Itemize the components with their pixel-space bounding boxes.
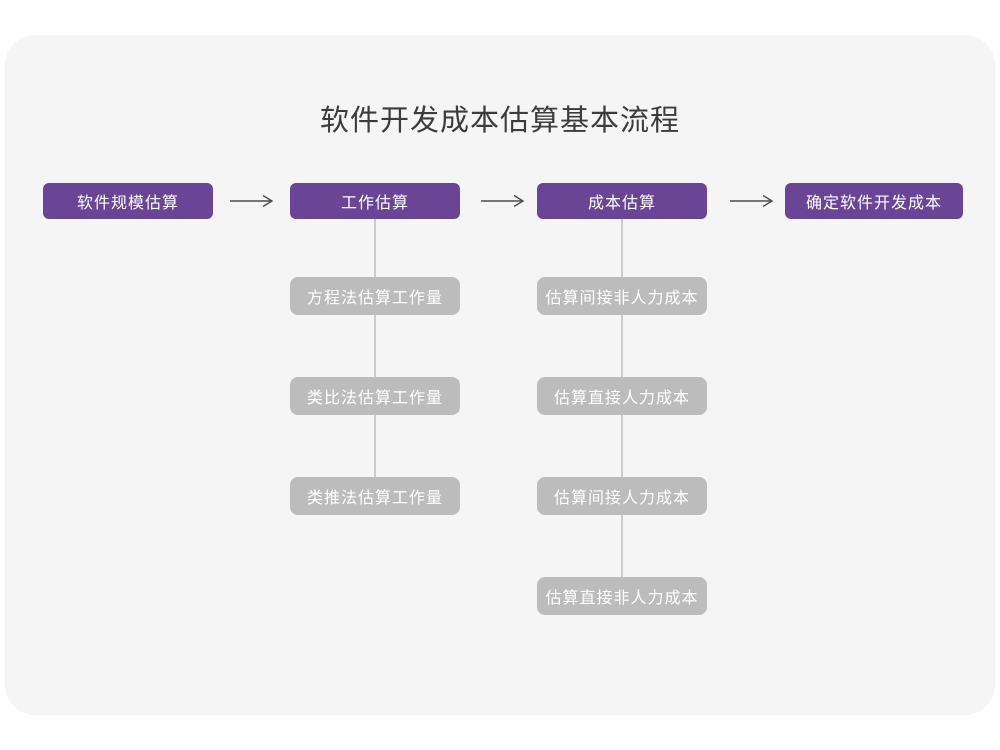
effort-method-analogy: 类比法估算工作量	[290, 377, 460, 415]
effort-method-equation: 方程法估算工作量	[290, 277, 460, 315]
cost-component-indirect-labor: 估算间接人力成本	[537, 477, 707, 515]
flow-step-cost-estimation: 成本估算	[537, 183, 707, 219]
flow-arrow-icon	[730, 194, 774, 208]
cost-component-indirect-nonlabor: 估算间接非人力成本	[537, 277, 707, 315]
diagram-title: 软件开发成本估算基本流程	[319, 105, 680, 137]
flow-step-determine-development-cost: 确定软件开发成本	[785, 183, 963, 219]
effort-method-extrapolation: 类推法估算工作量	[290, 477, 460, 515]
flow-arrow-icon	[481, 194, 525, 208]
diagram-card	[5, 35, 995, 715]
flow-arrow-icon	[230, 194, 274, 208]
flow-step-software-scale-estimation: 软件规模估算	[43, 183, 213, 219]
cost-component-direct-nonlabor: 估算直接非人力成本	[537, 577, 707, 615]
flow-step-work-estimation: 工作估算	[290, 183, 460, 219]
connector-line-work	[374, 219, 376, 497]
cost-component-direct-labor: 估算直接人力成本	[537, 377, 707, 415]
